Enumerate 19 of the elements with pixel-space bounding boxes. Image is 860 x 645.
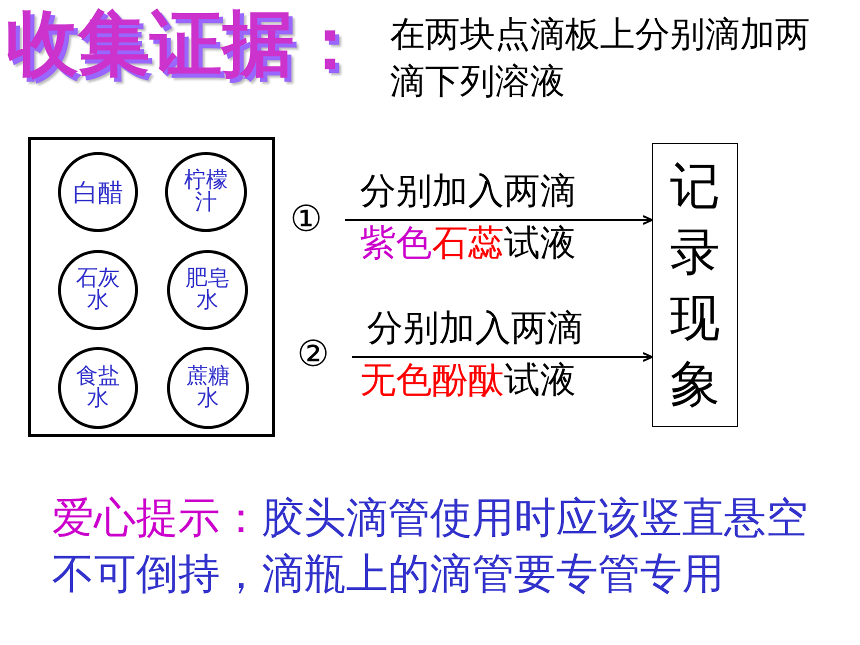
sample-circle: 柠檬汁 xyxy=(165,152,247,232)
sample-circle: 白醋 xyxy=(58,152,138,232)
arrow xyxy=(352,352,653,362)
edge-label: 分别加入两滴 xyxy=(360,170,576,214)
step-number: ① xyxy=(290,200,322,240)
step-number: ② xyxy=(297,335,329,375)
result-box: 记录现象 xyxy=(652,143,738,427)
sample-circle: 石灰水 xyxy=(58,250,138,330)
reagent-text: 紫色石蕊试液 xyxy=(360,222,576,266)
sample-circle: 蔗糖水 xyxy=(167,347,249,429)
sample-circle: 食盐水 xyxy=(58,347,138,429)
sample-circle: 肥皂水 xyxy=(167,250,248,330)
tip-text: 爱心提示：胶头滴管使用时应该竖直悬空不可倒持，滴瓶上的滴管要专管专用 xyxy=(52,492,809,600)
reagent-text: 无色酚酞试液 xyxy=(360,359,576,403)
title: 收集证据： xyxy=(6,0,366,87)
edge-label: 分别加入两滴 xyxy=(367,307,583,351)
spot-plate xyxy=(28,137,275,437)
subtitle-text: 在两块点滴板上分别滴加两滴下列溶液 xyxy=(390,14,811,104)
arrow xyxy=(345,215,653,225)
